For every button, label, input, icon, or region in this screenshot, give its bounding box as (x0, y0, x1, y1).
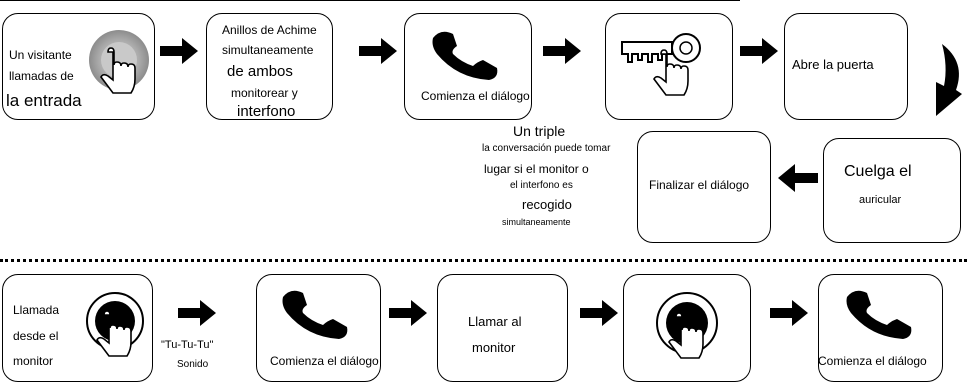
step-visitor-line1: Un visitante (9, 48, 72, 62)
step-visitor-line3: la entrada (6, 91, 82, 110)
step-rings-both: Anillos de Achime simultaneamente de amb… (206, 13, 333, 120)
top-rule (0, 0, 740, 1)
phone-handset-icon (282, 290, 348, 339)
key-hand-icon (621, 33, 701, 96)
press-button-icon (86, 292, 144, 357)
step-monitor-call-line1: Llamada (13, 303, 60, 317)
step-key (605, 13, 733, 120)
step-rings-line5: interfono (237, 103, 296, 120)
step-end-dialog: Finalizar el diálogo (637, 131, 771, 243)
step-start-dialog-3: Comienza el diálogo (818, 274, 943, 382)
sound-line2: Sonido (177, 359, 209, 370)
arrow-right-icon (740, 38, 778, 64)
triple-note-line6: simultaneamente (502, 217, 571, 227)
step-start-dialog-label: Comienza el diálogo (421, 89, 530, 103)
triple-note-line1: Un triple (513, 123, 566, 139)
step-press-button (623, 274, 751, 382)
step-monitor-call: Llamada desde el monitor (2, 274, 153, 382)
step-hang-up: Cuelga el auricular (823, 138, 961, 243)
phone-handset-icon (846, 290, 912, 339)
step-call-monitor-line1: Llamar al (468, 314, 522, 329)
arrow-right-icon (770, 300, 808, 326)
step-start-dialog-3-label: Comienza el diálogo (818, 354, 927, 368)
step-rings-line4: monitorear y (231, 86, 298, 100)
press-button-icon (656, 292, 718, 359)
arrow-right-icon (359, 38, 397, 64)
step-hang-up-line2: auricular (859, 194, 902, 206)
step-open-door: Abre la puerta (784, 13, 908, 120)
step-rings-line2: simultaneamente (222, 43, 314, 57)
step-call-monitor-line2: monitor (472, 340, 516, 355)
step-monitor-call-line3: monitor (13, 354, 54, 368)
step-open-door-label: Abre la puerta (792, 57, 874, 72)
arrow-right-icon (178, 300, 216, 326)
arrow-left-icon (778, 164, 818, 192)
triple-note-line3: lugar si el monitor o (484, 162, 589, 176)
triple-note-line2: la conversación puede tomar (482, 143, 611, 154)
section-divider (0, 259, 967, 262)
step-start-dialog-2-label: Comienza el diálogo (270, 354, 379, 368)
press-button-icon (89, 30, 149, 94)
step-start-dialog: Comienza el diálogo (404, 13, 532, 120)
step-rings-line1: Anillos de Achime (222, 23, 317, 37)
step-end-dialog-label: Finalizar el diálogo (649, 178, 750, 192)
step-monitor-call-line2: desde el (13, 329, 59, 343)
arrow-right-icon (543, 38, 581, 64)
curved-arrow-icon (936, 44, 962, 116)
triple-note-line5: recogido (522, 197, 572, 212)
step-call-monitor: Llamar al monitor (437, 274, 568, 382)
arrow-right-icon (580, 300, 618, 326)
triple-note-line4: el interfono es (510, 180, 573, 191)
step-visitor-calls: Un visitante llamadas de la entrada (2, 13, 155, 120)
step-start-dialog-2: Comienza el diálogo (256, 274, 381, 382)
step-rings-line3: de ambos (227, 63, 293, 80)
arrow-right-icon (160, 38, 198, 64)
phone-handset-icon (432, 31, 498, 80)
sound-line1: "Tu-Tu-Tu" (161, 339, 214, 351)
step-visitor-line2: llamadas de (9, 69, 74, 83)
step-hang-up-line1: Cuelga el (844, 163, 912, 180)
arrow-right-icon (389, 300, 427, 326)
